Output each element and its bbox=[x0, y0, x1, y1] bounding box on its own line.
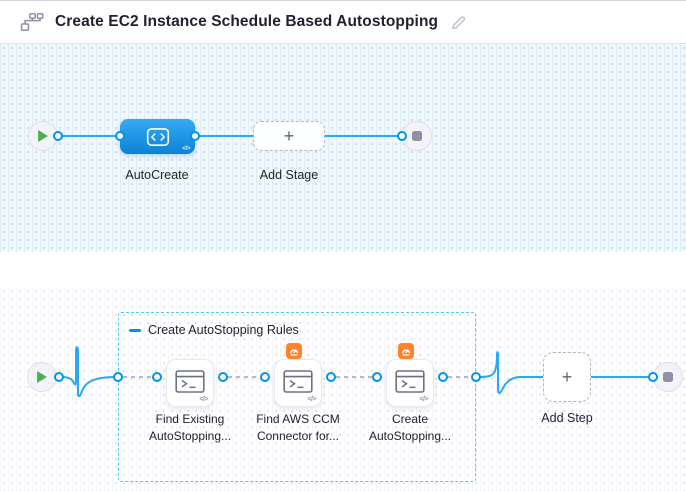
play-icon bbox=[38, 130, 48, 142]
code-glyph-icon: </> bbox=[419, 396, 428, 403]
shell-script-icon bbox=[395, 370, 425, 393]
step1-out-port[interactable] bbox=[218, 372, 228, 382]
plus-icon: + bbox=[561, 366, 573, 387]
stage-canvas[interactable]: </> + AutoCreate Add Stage bbox=[0, 44, 686, 252]
edge-start-to-group bbox=[62, 346, 116, 398]
edge-stage-to-addstage bbox=[195, 135, 253, 137]
shell-script-icon bbox=[283, 370, 313, 393]
edit-pencil-icon[interactable] bbox=[450, 14, 467, 31]
step3-in-port[interactable] bbox=[372, 372, 382, 382]
edge-start-to-stage bbox=[58, 135, 120, 137]
step3-label: Create AutoStopping... bbox=[368, 412, 452, 444]
edge-step3-to-group bbox=[448, 376, 471, 378]
stop-icon bbox=[663, 372, 673, 382]
custom-stage-icon bbox=[146, 127, 169, 146]
exec-end-in-port[interactable] bbox=[648, 372, 658, 382]
step1-in-port[interactable] bbox=[152, 372, 162, 382]
shell-script-icon bbox=[175, 370, 205, 393]
step-node-find-existing[interactable]: </> bbox=[166, 359, 214, 407]
pipeline-end-node bbox=[402, 121, 432, 151]
add-step-label: Add Step bbox=[541, 411, 593, 425]
stage-in-port[interactable] bbox=[115, 131, 125, 141]
start-node-out-port[interactable] bbox=[53, 131, 63, 141]
stage-out-port[interactable] bbox=[190, 131, 200, 141]
step-node-create-autostopping[interactable]: </> bbox=[386, 359, 434, 407]
stage-node-autocreate[interactable]: </> bbox=[120, 119, 195, 154]
play-icon bbox=[37, 371, 47, 383]
ccm-badge-icon bbox=[398, 343, 414, 359]
plus-icon: + bbox=[283, 125, 295, 146]
pipeline-flowchart-icon bbox=[20, 12, 44, 32]
edge-group-to-step1 bbox=[123, 376, 152, 378]
exec-start-out-port[interactable] bbox=[54, 372, 64, 382]
step2-in-port[interactable] bbox=[260, 372, 270, 382]
add-stage-button[interactable]: + bbox=[253, 121, 325, 151]
step1-label: Find Existing AutoStopping... bbox=[148, 412, 232, 444]
edge-step2-to-step3 bbox=[336, 376, 372, 378]
stop-icon bbox=[412, 131, 422, 141]
step-group-container[interactable] bbox=[118, 312, 476, 482]
edge-step1-to-step2 bbox=[228, 376, 260, 378]
add-stage-label: Add Stage bbox=[259, 168, 319, 182]
step2-out-port[interactable] bbox=[326, 372, 336, 382]
step3-out-port[interactable] bbox=[438, 372, 448, 382]
group-out-port[interactable] bbox=[471, 372, 481, 382]
pipeline-title: Create EC2 Instance Schedule Based Autos… bbox=[55, 13, 439, 30]
execution-start-node bbox=[27, 362, 57, 392]
pipeline-header: Create EC2 Instance Schedule Based Autos… bbox=[0, 0, 686, 44]
execution-canvas[interactable]: Create AutoStopping Rules </> bbox=[0, 287, 686, 491]
code-glyph-icon: </> bbox=[307, 396, 316, 403]
step-node-find-aws-ccm[interactable]: </> bbox=[274, 359, 322, 407]
end-node-in-port[interactable] bbox=[397, 131, 407, 141]
edge-addstep-to-end bbox=[591, 376, 653, 378]
group-in-port[interactable] bbox=[113, 372, 123, 382]
step2-label: Find AWS CCM Connector for... bbox=[256, 412, 340, 444]
edge-group-to-addstep bbox=[480, 351, 543, 394]
ccm-badge-icon bbox=[286, 343, 302, 359]
collapse-group-icon[interactable] bbox=[129, 329, 141, 332]
canvas-divider bbox=[0, 252, 686, 287]
code-glyph-icon: </> bbox=[199, 396, 208, 403]
add-step-button[interactable]: + bbox=[543, 352, 591, 402]
execution-end-node bbox=[653, 362, 683, 392]
edge-addstage-to-end bbox=[325, 135, 402, 137]
stage-label: AutoCreate bbox=[125, 168, 189, 182]
code-glyph-icon: </> bbox=[182, 145, 190, 152]
step-group-label: Create AutoStopping Rules bbox=[148, 323, 299, 337]
